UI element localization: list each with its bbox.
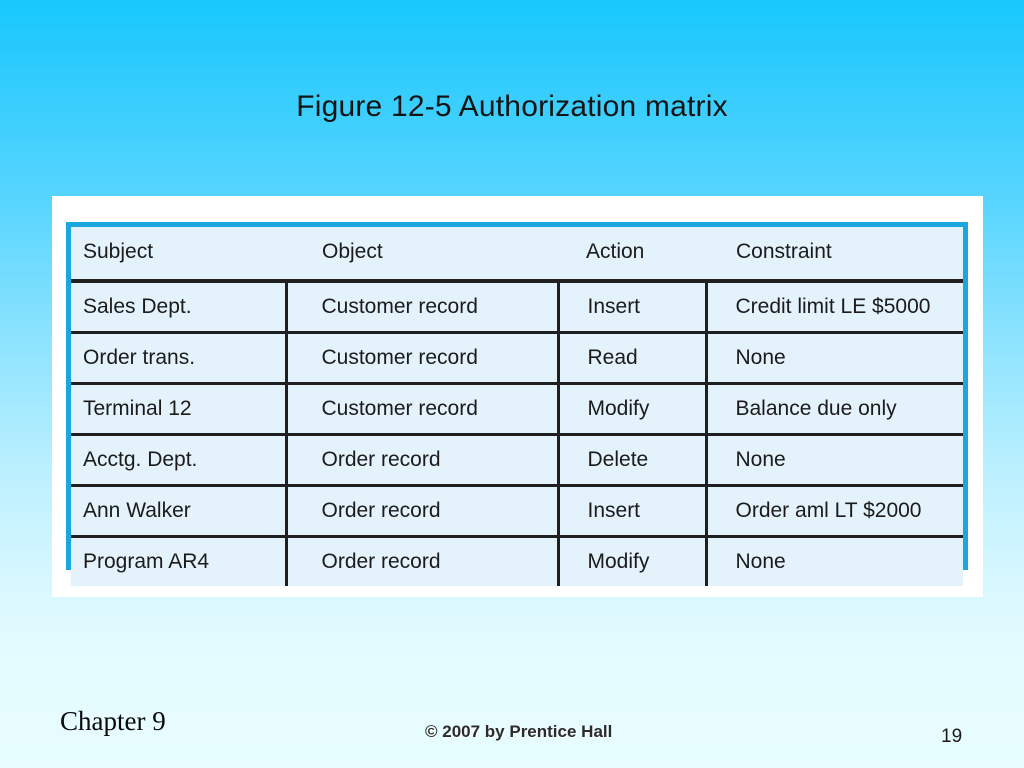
figure-frame: Subject Object Action Constraint Sales D… bbox=[52, 196, 983, 597]
cell-constraint: None bbox=[704, 536, 963, 586]
table-row: Ann Walker Order record Insert Order aml… bbox=[71, 485, 963, 538]
authorization-matrix: Subject Object Action Constraint Sales D… bbox=[66, 222, 968, 586]
table-row: Acctg. Dept. Order record Delete None bbox=[71, 434, 963, 487]
column-header-subject: Subject bbox=[71, 227, 286, 283]
table-row: Program AR4 Order record Modify None bbox=[71, 536, 963, 586]
cell-subject: Acctg. Dept. bbox=[71, 434, 286, 487]
cell-object: Customer record bbox=[284, 332, 558, 385]
cell-subject: Sales Dept. bbox=[71, 281, 286, 334]
cell-constraint: None bbox=[704, 434, 963, 487]
cell-subject: Order trans. bbox=[71, 332, 286, 385]
cell-action: Insert bbox=[556, 485, 706, 538]
column-header-object: Object bbox=[286, 227, 558, 283]
footer-copyright-notice: © 2007 by Prentice Hall bbox=[425, 722, 613, 741]
cell-constraint: None bbox=[704, 332, 963, 385]
cell-subject: Ann Walker bbox=[71, 485, 286, 538]
footer-chapter-label: Chapter 9 bbox=[60, 706, 166, 736]
cell-object: Order record bbox=[284, 536, 558, 586]
footer-page-number: 19 bbox=[941, 726, 963, 747]
matrix-table: Subject Object Action Constraint Sales D… bbox=[71, 227, 963, 586]
cell-object: Customer record bbox=[284, 281, 558, 334]
table-row: Order trans. Customer record Read None bbox=[71, 332, 963, 385]
cell-action: Insert bbox=[556, 281, 706, 334]
cell-action: Delete bbox=[556, 434, 706, 487]
cell-constraint: Order aml LT $2000 bbox=[704, 485, 963, 538]
table-row: Terminal 12 Customer record Modify Balan… bbox=[71, 383, 963, 436]
cell-object: Order record bbox=[284, 434, 558, 487]
column-header-constraint: Constraint bbox=[706, 227, 963, 283]
cell-constraint: Credit limit LE $5000 bbox=[704, 281, 963, 334]
cell-action: Modify bbox=[556, 536, 706, 586]
cell-constraint: Balance due only bbox=[704, 383, 963, 436]
cell-subject: Program AR4 bbox=[71, 536, 286, 586]
cell-object: Customer record bbox=[284, 383, 558, 436]
table-header-row: Subject Object Action Constraint bbox=[71, 227, 963, 283]
cell-action: Modify bbox=[556, 383, 706, 436]
cell-subject: Terminal 12 bbox=[71, 383, 286, 436]
table-row: Sales Dept. Customer record Insert Credi… bbox=[71, 281, 963, 334]
page-title: Figure 12-5 Authorization matrix bbox=[296, 90, 728, 123]
column-header-action: Action bbox=[558, 227, 706, 283]
cell-action: Read bbox=[556, 332, 706, 385]
cell-object: Order record bbox=[284, 485, 558, 538]
